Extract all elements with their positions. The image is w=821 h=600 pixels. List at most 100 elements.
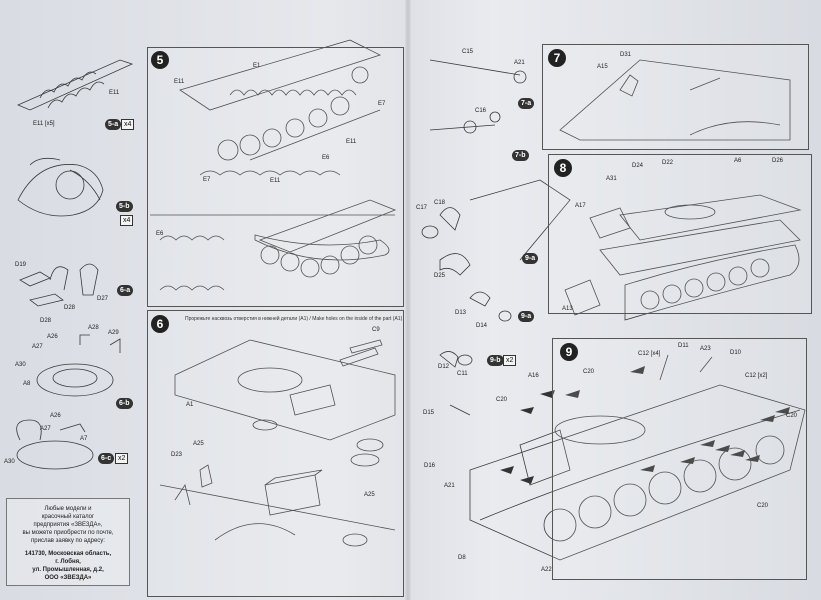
- part-label: D24: [632, 163, 644, 169]
- part-label: A22: [541, 567, 552, 573]
- part-label: C20: [496, 397, 508, 403]
- step-badge: 5-b: [116, 201, 133, 212]
- part-label: A26: [47, 334, 58, 340]
- part-label: D13: [455, 310, 467, 316]
- part-label: C12 [x4]: [638, 351, 661, 357]
- info-line: Любые модели и: [44, 506, 92, 512]
- info-line: вы можете приобрести по почте,: [22, 530, 114, 536]
- part-label: D27: [97, 296, 109, 302]
- step-badge: 9-a: [518, 311, 535, 322]
- quantity-box: x4: [120, 215, 134, 226]
- info-line: красочный каталог: [41, 514, 95, 520]
- part-label: E11: [109, 90, 120, 96]
- part-label: E1: [253, 63, 261, 69]
- part-label: E6: [156, 231, 164, 237]
- part-label: A7: [80, 436, 88, 442]
- part-label: A30: [15, 362, 26, 368]
- part-label: A23: [700, 346, 711, 352]
- step-badge: 7-b: [512, 150, 529, 161]
- mail-order-info-box: Любые модели и красочный каталог предпри…: [6, 498, 130, 586]
- part-label: D14: [476, 323, 488, 329]
- part-label: E11 [x5]: [33, 121, 55, 127]
- part-label: D23: [171, 452, 183, 458]
- part-label: D15: [423, 410, 435, 416]
- step-6-panel: [147, 310, 404, 597]
- part-label: A27: [32, 344, 43, 350]
- part-label: C12 [x2]: [745, 373, 768, 379]
- part-label: C20: [786, 413, 798, 419]
- part-label: D19: [15, 262, 27, 268]
- part-label: D11: [678, 343, 689, 349]
- part-label: A30: [4, 459, 15, 465]
- part-label: A21: [514, 60, 525, 66]
- part-label: A26: [50, 413, 61, 419]
- step-badge: 9-a: [522, 253, 539, 264]
- quantity-box: x4: [121, 119, 135, 130]
- part-label: D26: [772, 158, 784, 164]
- part-label: C18: [434, 200, 446, 206]
- part-label: A15: [597, 64, 608, 70]
- part-label: A6: [734, 158, 742, 164]
- part-label: E7: [203, 177, 211, 183]
- step-number-5: 5: [151, 51, 169, 69]
- step-badge: 7-a: [518, 98, 535, 109]
- address-line: 141730, Московская область,: [24, 551, 112, 557]
- part-label: C9: [372, 327, 380, 333]
- part-label: A29: [108, 330, 119, 336]
- part-label: A16: [528, 373, 539, 379]
- step-number-8: 8: [554, 159, 572, 177]
- part-label: E6: [322, 155, 330, 161]
- step-6-note: Прорежьте насквозь отверстия в нижней де…: [185, 316, 403, 322]
- part-label: D22: [662, 160, 674, 166]
- step-7-panel: [542, 44, 809, 150]
- part-label: A31: [606, 176, 617, 182]
- part-label: D12: [438, 364, 450, 370]
- part-label: E11: [270, 178, 281, 184]
- address-line: г. Лобня,: [55, 559, 81, 565]
- part-label: A25: [193, 441, 204, 447]
- part-label: A27: [40, 426, 51, 432]
- part-label: C20: [583, 369, 595, 375]
- info-line: предприятия «ЗВЕЗДА»,: [33, 522, 103, 528]
- part-label: C20: [757, 503, 769, 509]
- part-label: A25: [364, 492, 375, 498]
- part-label: E11: [346, 139, 357, 145]
- quantity-box: x2: [503, 355, 517, 366]
- part-label: D10: [730, 350, 742, 356]
- part-label: D28: [40, 318, 52, 324]
- address-line: ООО «ЗВЕЗДА»: [44, 575, 92, 581]
- part-label: D28: [64, 305, 76, 311]
- part-label: E7: [378, 101, 386, 107]
- step-badge: 6-b: [116, 398, 133, 409]
- part-label: D16: [424, 463, 436, 469]
- part-label: A17: [575, 203, 586, 209]
- step-5-panel: [147, 47, 404, 307]
- part-label: A13: [562, 306, 573, 312]
- part-label: C16: [475, 108, 487, 114]
- part-label: D25: [434, 273, 446, 279]
- step-badge: 5-a: [105, 119, 122, 130]
- part-label: A8: [23, 381, 31, 387]
- part-label: A28: [88, 325, 99, 331]
- part-label: D31: [620, 52, 632, 58]
- part-label: C15: [462, 49, 474, 55]
- step-badge: 6-a: [117, 285, 134, 296]
- part-label: A21: [444, 483, 455, 489]
- info-line: прислав заявку по адресу:: [31, 538, 105, 544]
- part-label: A1: [186, 402, 194, 408]
- quantity-box: x2: [115, 453, 129, 464]
- part-label: C17: [416, 205, 428, 211]
- step-9-panel: [552, 338, 807, 580]
- part-label: C11: [457, 371, 468, 377]
- step-badge: 9-b: [487, 355, 504, 366]
- part-label: D8: [458, 555, 466, 561]
- step-number-7: 7: [548, 49, 566, 67]
- part-label: E11: [174, 79, 185, 85]
- page-fold: [405, 0, 411, 600]
- step-badge: 6-c: [98, 453, 115, 464]
- address-line: ул. Промышленная, д.2,: [32, 567, 104, 573]
- step-8-panel: [548, 154, 812, 314]
- step-number-6: 6: [151, 315, 169, 333]
